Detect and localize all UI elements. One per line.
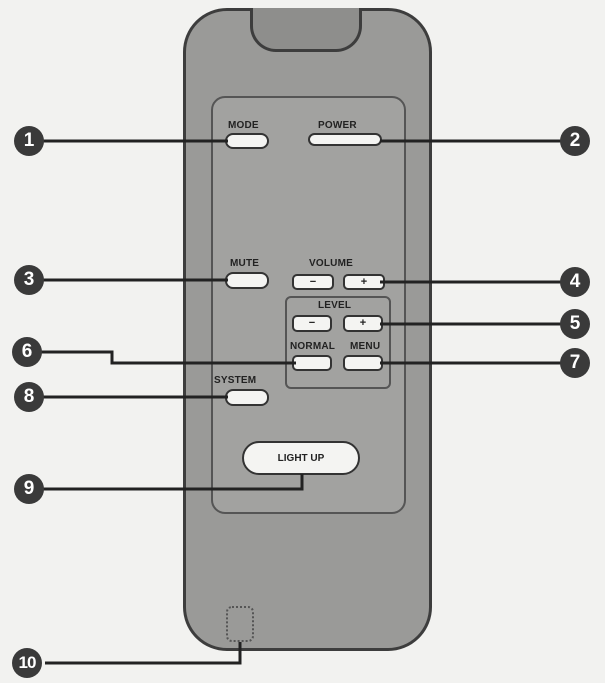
callout-2: 2 [560, 126, 590, 156]
power-label: POWER [318, 120, 357, 131]
infrared-sensor [226, 606, 254, 642]
normal-label: NORMAL [290, 341, 336, 352]
volume-label: VOLUME [309, 258, 353, 269]
callout-10: 10 [12, 648, 42, 678]
system-label: SYSTEM [214, 375, 257, 386]
callout-6: 6 [12, 337, 42, 367]
callout-5: 5 [560, 309, 590, 339]
callout-9: 9 [14, 474, 44, 504]
callout-4: 4 [560, 267, 590, 297]
callout-1: 1 [14, 126, 44, 156]
level-subpanel [285, 296, 391, 389]
callout-7: 7 [560, 348, 590, 378]
remote-top-notch [250, 8, 362, 52]
callout-3: 3 [14, 265, 44, 295]
level-down-button[interactable]: − [292, 315, 332, 332]
mute-label: MUTE [230, 258, 260, 269]
callout-8: 8 [14, 382, 44, 412]
leader-line-6 [40, 350, 296, 365]
leader-line-9 [42, 474, 304, 491]
volume-down-button[interactable]: − [292, 274, 334, 290]
mode-label: MODE [228, 120, 259, 131]
menu-label: MENU [350, 341, 381, 352]
leader-line-10 [45, 642, 242, 665]
level-label: LEVEL [318, 300, 352, 311]
